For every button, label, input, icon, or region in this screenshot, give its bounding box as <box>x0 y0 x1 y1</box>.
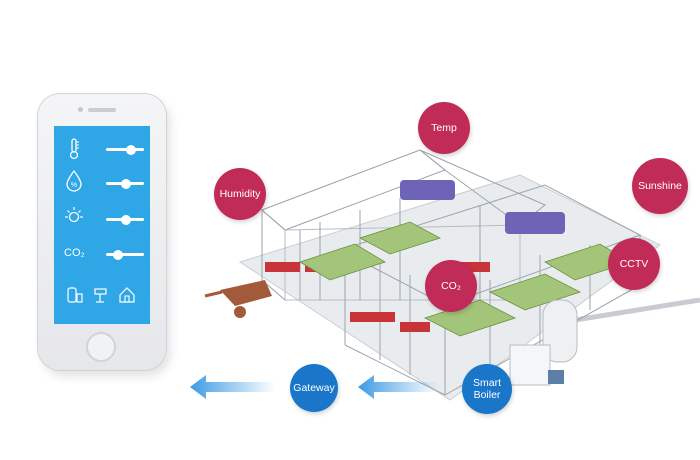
cctv-label: CCTV <box>619 258 649 270</box>
temp-label: Temp <box>431 122 457 134</box>
smart-boiler-label-line2: Boiler <box>473 389 501 401</box>
gateway-bubble: Gateway <box>290 364 338 412</box>
gateway-label: Gateway <box>293 382 335 394</box>
cctv-sensor-bubble: CCTV <box>608 238 660 290</box>
smart-boiler-bubble: Smart Boiler <box>462 364 512 414</box>
sun-icon <box>65 207 83 223</box>
sunshine-sensor-bubble: Sunshine <box>632 158 688 214</box>
co2-slider-knob[interactable] <box>113 249 123 260</box>
cctv-camera-icon[interactable] <box>92 286 110 304</box>
co2-sensor-label: CO₂ <box>441 280 461 292</box>
humidity-slider[interactable] <box>106 178 144 189</box>
co2-slider[interactable] <box>106 249 144 260</box>
co2-label: CO₂ <box>64 247 85 259</box>
smart-boiler-label-line1: Smart <box>472 377 501 389</box>
temperature-slider[interactable] <box>106 144 144 155</box>
smartphone: % CO₂ <box>38 94 166 370</box>
temp-sensor-bubble: Temp <box>418 102 470 154</box>
phone-camera <box>78 107 83 112</box>
arrow-to-gateway <box>358 375 438 399</box>
arrow-to-phone <box>190 375 275 399</box>
temperature-slider-knob[interactable] <box>125 144 136 155</box>
phone-screen: % CO₂ <box>54 126 150 324</box>
humidity-drop-icon: % <box>66 170 82 192</box>
co2-sensor-bubble: CO₂ <box>425 260 477 312</box>
humidity-slider-knob[interactable] <box>121 178 132 189</box>
sunshine-label: Sunshine <box>638 180 682 192</box>
phone-speaker <box>88 108 116 112</box>
thermometer-icon <box>69 138 79 160</box>
sunshine-slider-knob[interactable] <box>121 214 132 225</box>
svg-text:%: % <box>71 182 77 189</box>
humidity-label: Humidity <box>219 188 261 200</box>
phone-home-button[interactable] <box>86 332 116 362</box>
sunshine-slider[interactable] <box>106 214 144 225</box>
humidity-sensor-bubble: Humidity <box>214 168 266 220</box>
greenhouse-home-icon[interactable] <box>118 286 136 304</box>
boiler-device-icon[interactable] <box>66 286 84 304</box>
